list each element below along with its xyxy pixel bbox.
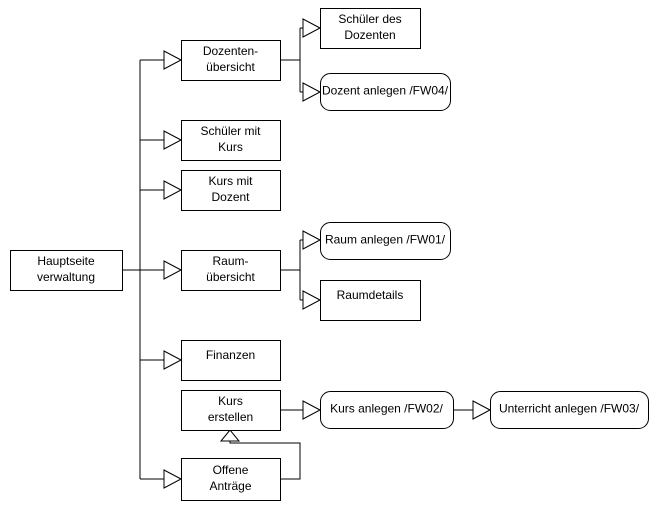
node-label: Dozent xyxy=(211,190,250,204)
node-box[interactable] xyxy=(320,280,421,321)
node-box[interactable] xyxy=(320,8,421,49)
edge-trunk-kurs-mit-dozent xyxy=(140,180,183,200)
edge-split-schueler-des-dozenten xyxy=(300,18,322,38)
node-label: Schüler des xyxy=(338,12,401,26)
edge-split-dozent-anlegen xyxy=(300,82,322,102)
node-label: übersicht xyxy=(206,60,255,74)
node-raum-anlegen-fw01[interactable]: Raum anlegen /FW01/ xyxy=(320,222,451,260)
node-label: verwaltung xyxy=(37,270,95,284)
arrow-head-icon xyxy=(163,260,183,280)
node-label: Anträge xyxy=(209,479,251,493)
arrow-head-icon xyxy=(302,230,322,250)
node-label: Finanzen xyxy=(206,348,255,362)
node-label: Kurs xyxy=(218,140,243,154)
edge-raumuebersicht-split xyxy=(280,240,301,300)
node-finanzen[interactable]: Finanzen xyxy=(181,340,281,381)
edge-offene-antraege-kurs-erstellen xyxy=(219,429,301,480)
node-label: Kurs anlegen /FW02/ xyxy=(330,402,443,416)
arrow-head-icon xyxy=(163,50,183,70)
node-label: Dozent anlegen /FW04/ xyxy=(322,84,449,98)
node-label: erstellen xyxy=(208,410,253,424)
node-box[interactable] xyxy=(320,391,454,429)
arrow-head-icon xyxy=(163,180,183,200)
node-label: Schüler mit xyxy=(200,124,261,138)
node-box[interactable] xyxy=(181,250,281,291)
node-dozentenuebersicht[interactable]: Dozenten-übersicht xyxy=(181,40,281,81)
node-hauptseite[interactable]: Hauptseite verwaltung xyxy=(10,250,123,291)
arrow-head-icon xyxy=(302,18,322,38)
nodes-layer: HauptseiteverwaltungDozenten-übersichtSc… xyxy=(10,8,649,501)
node-raumdetails[interactable]: Raumdetails xyxy=(320,280,421,321)
edge-split-raumdetails xyxy=(300,290,322,310)
node-box[interactable] xyxy=(181,40,281,81)
node-box[interactable] xyxy=(181,120,281,161)
node-label: Dozenten xyxy=(344,28,395,42)
node-label: Raumdetails xyxy=(337,288,404,302)
node-kurs-erstellen[interactable]: Kurs erstellen xyxy=(181,390,281,431)
node-box[interactable] xyxy=(181,390,281,431)
arrow-head-icon xyxy=(219,429,241,442)
edge-trunk-schueler-mit-kurs xyxy=(140,130,183,150)
arrow-head-icon xyxy=(163,469,183,489)
arrow-head-icon xyxy=(302,290,322,310)
arrow-head-icon xyxy=(472,400,492,420)
edge-trunk-dozentenuebersicht xyxy=(140,50,183,70)
node-raumuebersicht[interactable]: Raum-übersicht xyxy=(181,250,281,291)
node-label: Kurs xyxy=(218,394,243,408)
arrow-head-icon xyxy=(302,82,322,102)
edge-split-raum-anlegen xyxy=(300,230,322,250)
node-box[interactable] xyxy=(181,170,281,211)
node-label: Dozenten- xyxy=(203,44,258,58)
edge-path xyxy=(229,440,301,480)
arrow-head-icon xyxy=(302,400,322,420)
edges-layer xyxy=(122,18,492,489)
node-label: Unterricht anlegen /FW03/ xyxy=(499,402,640,416)
node-box[interactable] xyxy=(181,340,281,381)
edge-kurs-erstellen-kurs-anlegen xyxy=(280,400,322,420)
node-label: Hauptseite xyxy=(37,254,95,268)
edge-trunk-finanzen xyxy=(140,350,183,370)
edge-dozentenuebersicht-split xyxy=(280,28,301,92)
edge-trunk-offene-antraege xyxy=(140,469,183,489)
node-box[interactable] xyxy=(320,73,451,111)
node-label: übersicht xyxy=(206,270,255,284)
node-label: Raum anlegen /FW01/ xyxy=(325,233,446,247)
node-unterricht-anlegen-fw03[interactable]: Unterricht anlegen /FW03/ xyxy=(490,391,649,429)
node-box[interactable] xyxy=(490,391,649,429)
edge-kurs-anlegen-unterricht-anlegen xyxy=(453,400,492,420)
node-label: Kurs mit xyxy=(208,174,253,188)
node-label: Raum- xyxy=(212,254,248,268)
arrow-head-icon xyxy=(163,350,183,370)
node-dozent-anlegen-fw04[interactable]: Dozent anlegen /FW04/ xyxy=(320,73,451,111)
node-kurs-anlegen-fw02[interactable]: Kurs anlegen /FW02/ xyxy=(320,391,454,429)
arrow-head-icon xyxy=(163,130,183,150)
node-box[interactable] xyxy=(320,222,451,260)
edge-trunk-raumuebersicht xyxy=(140,260,183,280)
node-box[interactable] xyxy=(181,458,281,501)
node-label: Offene xyxy=(213,463,249,477)
edge-path xyxy=(280,240,301,300)
node-box[interactable] xyxy=(10,250,123,291)
edge-path xyxy=(280,28,301,92)
